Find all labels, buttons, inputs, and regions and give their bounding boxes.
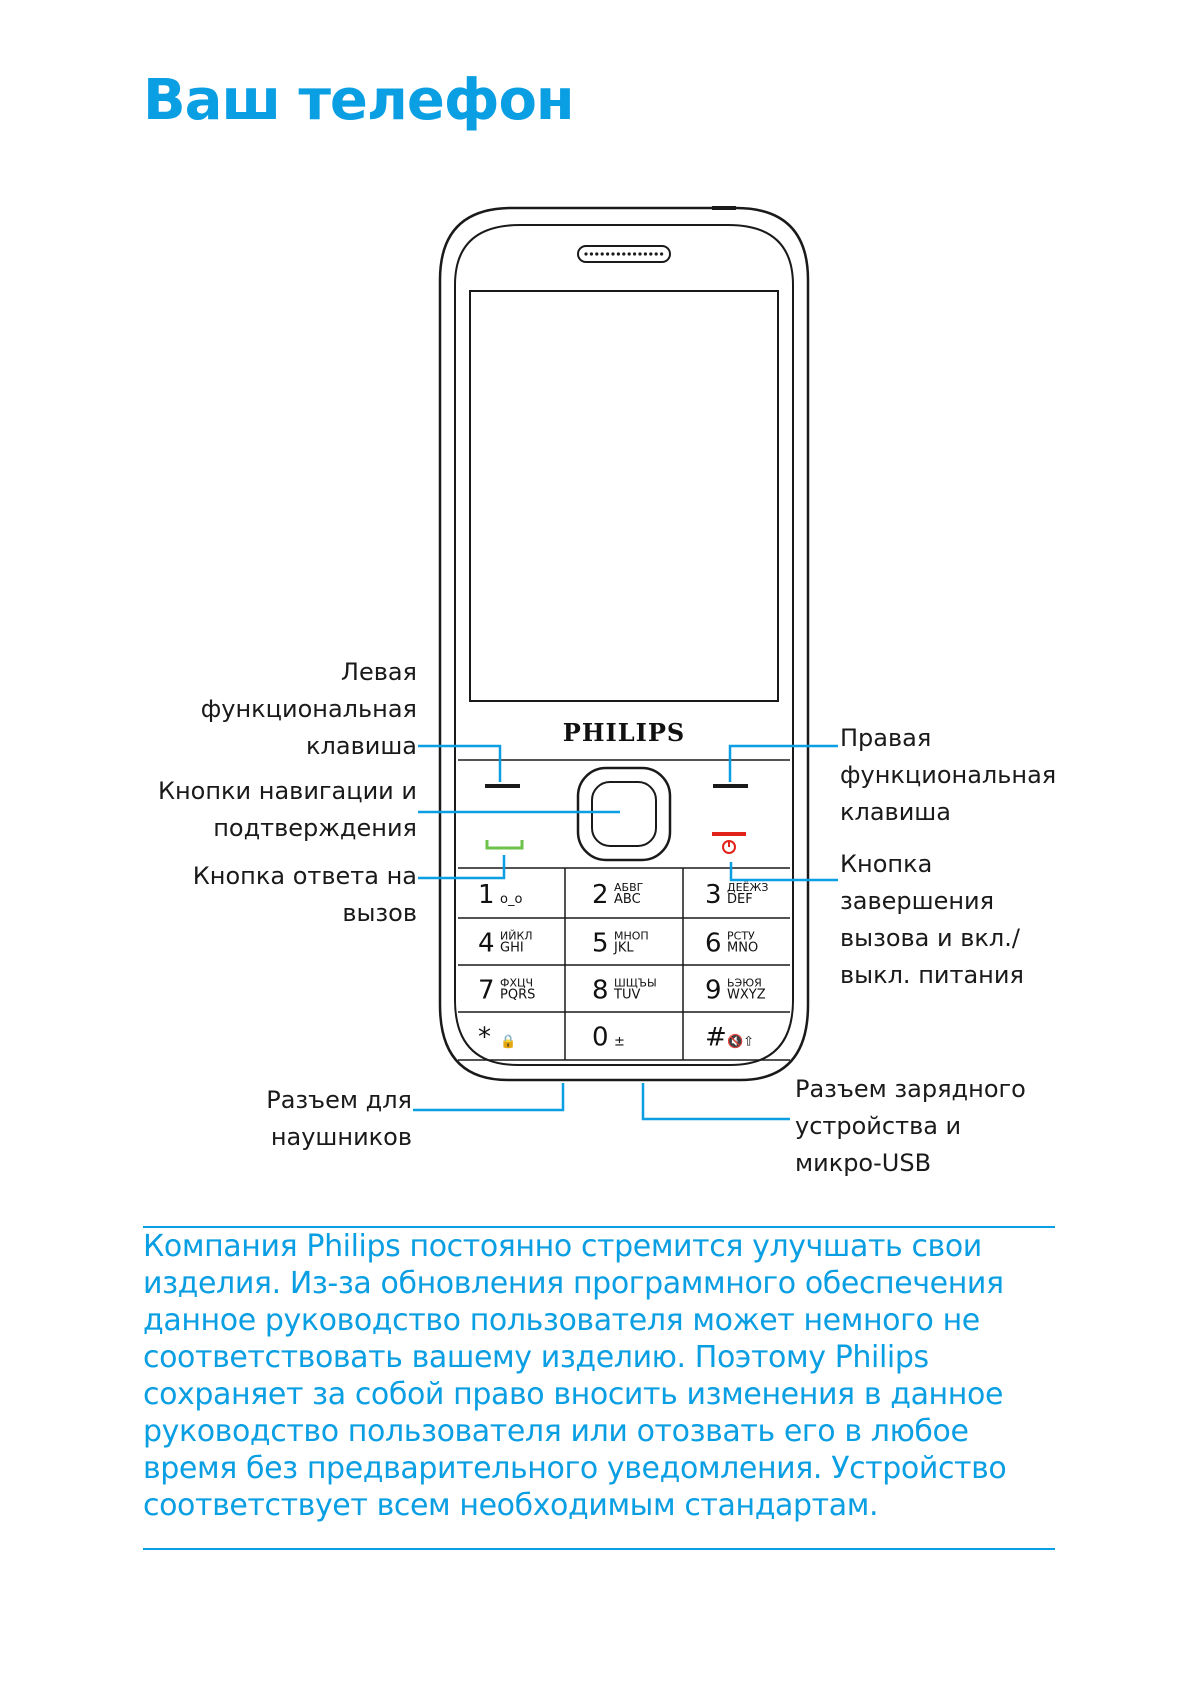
- divider-bottom: [143, 1548, 1055, 1550]
- phone-screen: [469, 290, 779, 702]
- key-8-sub-bottom: TUV: [613, 988, 640, 1003]
- key-10-main: *: [478, 1023, 491, 1053]
- key-3-sub-top: ДЕЁЖЗ: [727, 881, 768, 894]
- key-1-main: 1: [478, 880, 495, 910]
- key-5-main: 5: [592, 929, 609, 959]
- key-11-main: 0: [592, 1023, 609, 1053]
- key-7-sub-bottom: PQRS: [500, 988, 535, 1003]
- key-9-main: 9: [705, 976, 722, 1006]
- key-9-sub-top: ЬЭЮЯ: [727, 977, 762, 990]
- nav-key-center: [591, 781, 657, 847]
- key-1-sub-bottom: ο_ο: [500, 892, 522, 907]
- label-line: Разъем зарядного: [795, 1075, 1026, 1103]
- key-11-sub-bottom: ±: [614, 1035, 625, 1050]
- phone-outer-body: [438, 206, 810, 1082]
- label-line: функциональная: [840, 761, 1057, 789]
- key-4-sub-top: ИЙКЛ: [500, 930, 533, 943]
- speaker-hole: [600, 252, 604, 256]
- key-12-sub-bottom: 🔇⇧: [727, 1034, 754, 1050]
- key-3-main: 3: [705, 880, 722, 910]
- speaker-hole: [595, 252, 599, 256]
- key-4-main: 4: [478, 929, 495, 959]
- label-answer-key: Кнопка ответа на вызов: [193, 858, 417, 932]
- key-5-sub-top: МНОП: [614, 930, 649, 943]
- key-5-sub-bottom: JKL: [613, 941, 634, 956]
- key-6-main: 6: [705, 929, 722, 959]
- speaker-grille: [577, 245, 671, 263]
- label-line: вызова и вкл./: [840, 924, 1020, 952]
- speaker-hole: [589, 252, 594, 256]
- key-9-sub-bottom: WXYZ: [727, 988, 766, 1003]
- key-3-sub-bottom: DEF: [727, 892, 753, 907]
- label-line: Правая: [840, 724, 932, 752]
- speaker-hole: [627, 252, 631, 256]
- label-line: Кнопки навигации и: [157, 777, 417, 805]
- label-charger-port: Разъем зарядного устройства и микро-USB: [795, 1071, 1026, 1182]
- callout-end-key: [729, 862, 838, 882]
- speaker-hole: [616, 252, 621, 256]
- key-4-sub-bottom: GHI: [500, 941, 524, 956]
- key-6-sub-bottom: MNO: [727, 941, 758, 956]
- label-line: функциональная: [200, 695, 417, 723]
- callout-answer-key: [418, 855, 506, 880]
- label-line: клавиша: [840, 798, 951, 826]
- label-line: выкл. питания: [840, 961, 1024, 989]
- divider-top: [143, 1226, 1055, 1228]
- label-line: микро-USB: [795, 1149, 932, 1177]
- key-7-sub-top: ФХЦЧ: [500, 977, 533, 990]
- label-line: подтверждения: [213, 814, 417, 842]
- label-right-soft-key: Правая функциональная клавиша: [840, 720, 1056, 831]
- key-10-sub-bottom: 🔒: [500, 1035, 516, 1050]
- answer-key-icon: [485, 840, 524, 850]
- nav-key-outer: [576, 766, 672, 862]
- speaker-hole: [622, 252, 626, 256]
- speaker-dots: [584, 252, 664, 256]
- label-line: Кнопка ответа на: [192, 862, 417, 890]
- label-left-soft-key: Левая функциональная клавиша: [201, 654, 417, 765]
- speaker-hole: [606, 252, 610, 256]
- label-line: вызов: [342, 899, 417, 927]
- label-line: наушников: [270, 1123, 412, 1151]
- key-2-sub-top: АБВГ: [614, 881, 644, 894]
- label-line: Разъем для: [266, 1086, 412, 1114]
- phone-inner-body: [454, 224, 794, 1066]
- label-line: завершения: [840, 887, 995, 915]
- label-line: устройства и: [795, 1112, 962, 1140]
- brand-logo: PHILIPS: [563, 718, 685, 747]
- key-6-sub-top: РСТУ: [727, 930, 755, 943]
- page-title: Ваш телефон: [143, 68, 575, 133]
- key-8-sub-top: ШЩЪЫ: [614, 977, 657, 990]
- callout-headset-jack: [413, 1083, 565, 1112]
- label-headset-jack: Разъем для наушников: [266, 1082, 412, 1156]
- key-7-main: 7: [478, 976, 495, 1006]
- speaker-hole: [660, 252, 664, 256]
- label-line: Кнопка: [840, 850, 933, 878]
- callout-left-soft-key: [418, 744, 502, 782]
- speaker-hole: [611, 252, 615, 256]
- speaker-hole: [638, 252, 642, 256]
- disclaimer-text: Компания Philips постоянно стремится улу…: [143, 1229, 1007, 1523]
- callout-lines: [413, 744, 838, 1121]
- callout-right-soft-key: [728, 744, 838, 782]
- speaker-hole: [654, 252, 658, 256]
- key-12-main: #: [705, 1023, 727, 1053]
- key-2-sub-bottom: ABC: [614, 892, 641, 907]
- key-2-main: 2: [592, 880, 609, 910]
- key-8-main: 8: [592, 976, 609, 1006]
- label-end-key: Кнопка завершения вызова и вкл./ выкл. п…: [840, 846, 1024, 994]
- speaker-hole: [584, 252, 588, 256]
- callout-charger-port: [641, 1083, 790, 1121]
- label-line: Левая: [340, 658, 417, 686]
- speaker-hole: [633, 252, 637, 256]
- label-line: клавиша: [306, 732, 417, 760]
- speaker-hole: [649, 252, 653, 256]
- keypad-grid: [458, 867, 790, 1061]
- speaker-hole: [643, 252, 648, 256]
- label-nav-keys: Кнопки навигации и подтверждения: [158, 773, 417, 847]
